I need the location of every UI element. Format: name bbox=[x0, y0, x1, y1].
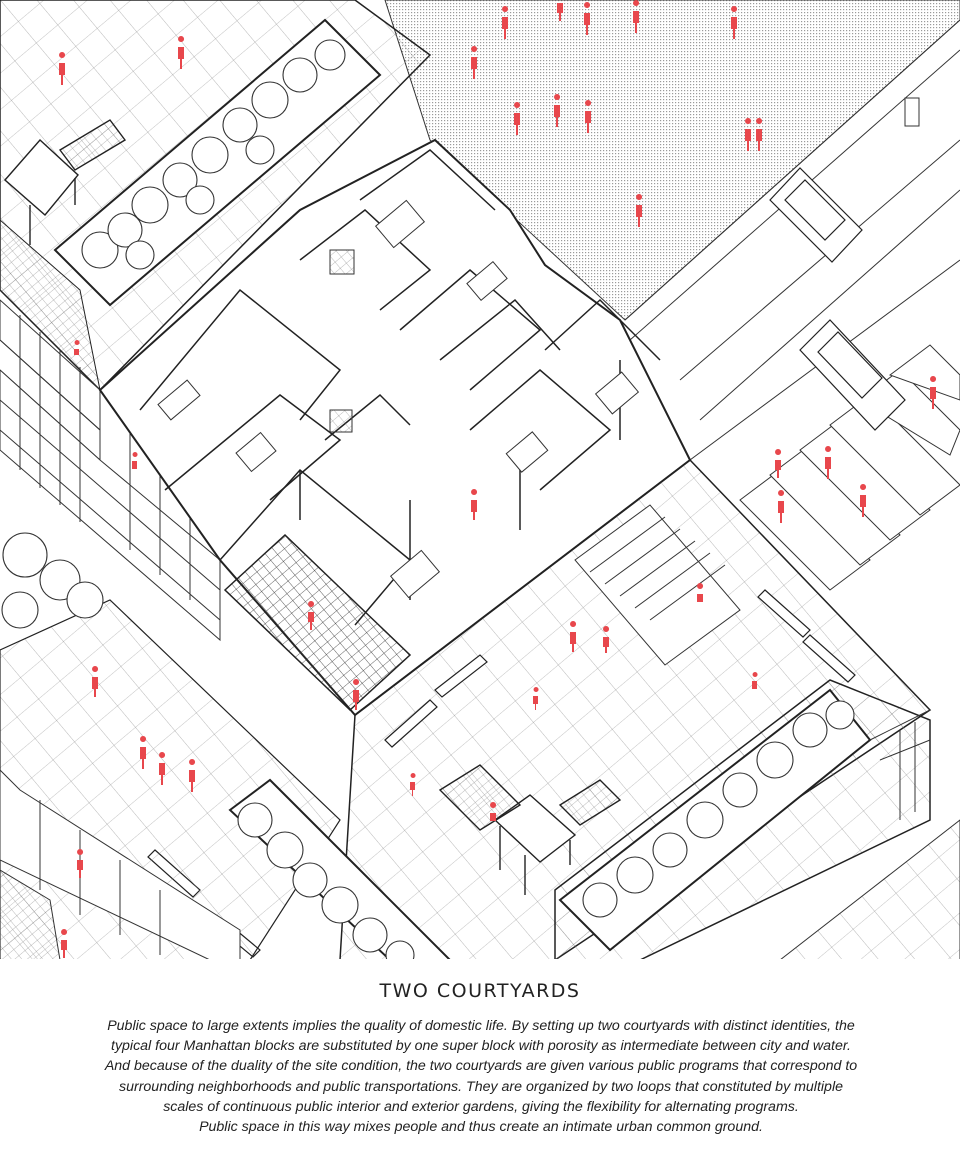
stepped-seating bbox=[574, 504, 741, 666]
people bbox=[59, 0, 937, 958]
bus-stop-marks bbox=[904, 97, 920, 127]
mesh-terrace bbox=[223, 533, 412, 712]
trees bbox=[1, 532, 104, 629]
caption-paragraph: Public space to large extents implies th… bbox=[104, 1018, 858, 1115]
trees bbox=[81, 39, 346, 270]
building-facade bbox=[0, 299, 221, 642]
caption: TWO COURTYARDS Public space to large ext… bbox=[0, 960, 960, 1160]
car bbox=[799, 319, 906, 431]
caption-title: TWO COURTYARDS bbox=[379, 980, 581, 1002]
trees bbox=[582, 700, 855, 918]
furniture bbox=[157, 199, 640, 599]
building-facade bbox=[869, 709, 931, 820]
axonometric-svg bbox=[0, 0, 960, 960]
pavilion bbox=[4, 119, 127, 245]
pavilion bbox=[438, 764, 622, 895]
trees bbox=[237, 802, 415, 960]
building-facade bbox=[0, 769, 241, 960]
caption-closing: Public space in this way mixes people an… bbox=[199, 1119, 763, 1136]
axonometric-drawing bbox=[0, 0, 960, 960]
car bbox=[769, 167, 863, 263]
caption-body: Public space to large extents implies th… bbox=[98, 1016, 864, 1137]
